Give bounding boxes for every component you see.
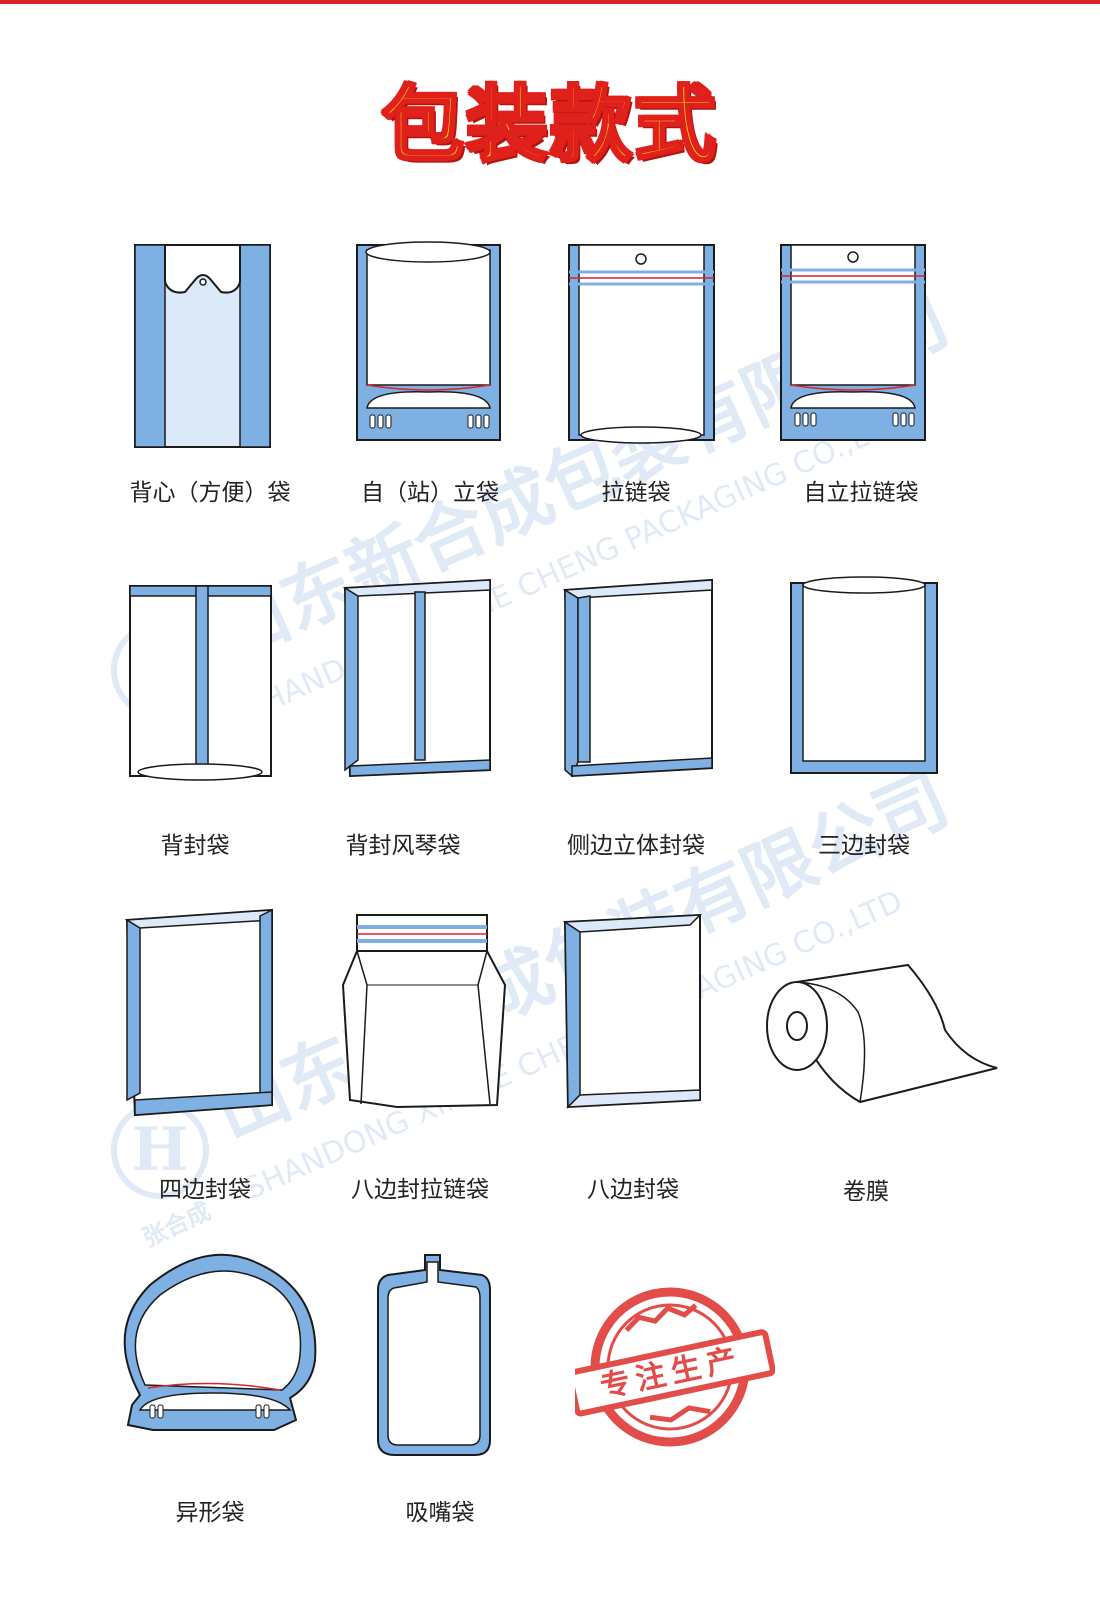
- label-back-seal-bag: 背封袋: [160, 833, 230, 859]
- label-three-side-seal-bag: 三边封袋: [818, 833, 910, 859]
- label-side-gusset-bag: 侧边立体封袋: [567, 833, 705, 859]
- label-eight-side-seal-bag: 八边封袋: [587, 1177, 679, 1203]
- label-stand-up-zipper-bag: 自立拉链袋: [803, 480, 919, 506]
- page-title: 包装款式: [380, 77, 718, 175]
- label-eight-side-zipper-bag: 八边封拉链袋: [351, 1177, 489, 1203]
- label-zipper-bag: 拉链袋: [601, 480, 671, 506]
- label-vest-bag: 背心（方便）袋: [129, 480, 291, 506]
- stamp-seal: 专注生产: [566, 1282, 776, 1466]
- label-stand-up-pouch: 自（站）立袋: [361, 480, 499, 506]
- label-back-seal-gusset-bag: 背封风琴袋: [345, 833, 461, 859]
- top-red-line: [0, 0, 1100, 4]
- stamp-icon: 专注生产: [566, 1287, 776, 1447]
- label-shaped-bag: 异形袋: [175, 1500, 245, 1526]
- label-spout-pouch: 吸嘴袋: [405, 1500, 475, 1526]
- label-roll-film: 卷膜: [843, 1179, 889, 1205]
- label-four-side-seal-bag: 四边封袋: [159, 1177, 251, 1203]
